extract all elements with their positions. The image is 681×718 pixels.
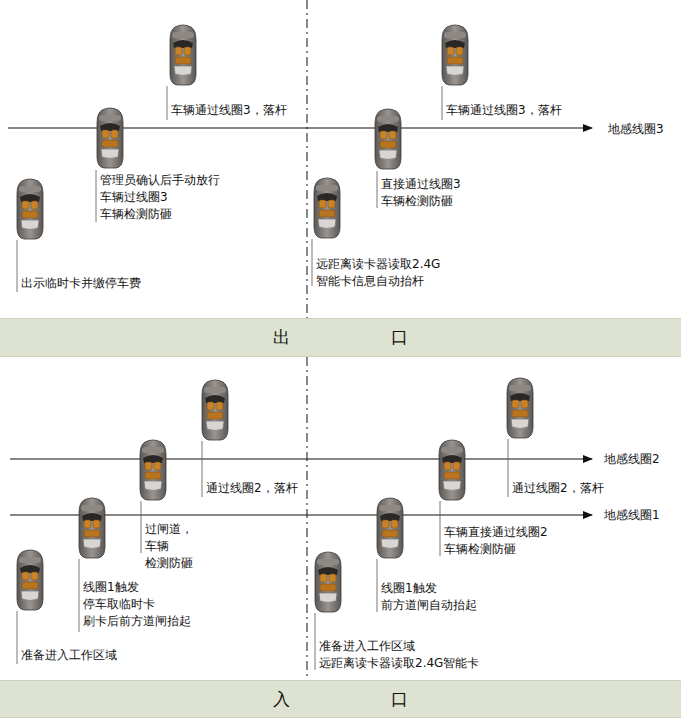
- step-note: 通过线圈2，落杆: [512, 480, 604, 497]
- step-note: 车辆通过线圈3，落杆: [171, 102, 287, 119]
- step-note: 线圈1触发 停车取临时卡 刷卡后前方道闸抬起: [83, 579, 191, 630]
- step-note: 准备进入工作区域: [21, 647, 117, 664]
- step-note: 远距离读卡器读取2.4G 智能卡信息自动抬杆: [316, 256, 440, 290]
- gate-band: 入 口: [0, 680, 681, 718]
- step-note: 出示临时卡并缴停车费: [21, 275, 141, 292]
- step-note: 地感线圈2: [604, 451, 660, 468]
- step-note: 地感线圈3: [608, 121, 664, 138]
- step-note: 地感线圈1: [604, 507, 660, 524]
- gate-band: 出 口: [0, 318, 681, 357]
- step-note: 线圈1触发 前方道闸自动抬起: [381, 580, 477, 614]
- band-title: 入 口: [273, 688, 408, 711]
- step-note: 管理员确认后手动放行 车辆过线圈3 车辆检测防砸: [100, 172, 220, 223]
- step-note: 过闸道，车辆 检测防砸: [145, 521, 193, 572]
- band-title: 出 口: [273, 326, 408, 349]
- step-note: 准备进入工作区域 远距离读卡器读取2.4G智能卡: [319, 638, 479, 672]
- step-note: 通过线圈2，落杆: [206, 480, 298, 497]
- step-note: 车辆通过线圈3，落杆: [446, 102, 562, 119]
- step-note: 直接通过线圈3 车辆检测防砸: [381, 176, 461, 210]
- step-note: 车辆直接通过线圈2 车辆检测防砸: [444, 524, 548, 558]
